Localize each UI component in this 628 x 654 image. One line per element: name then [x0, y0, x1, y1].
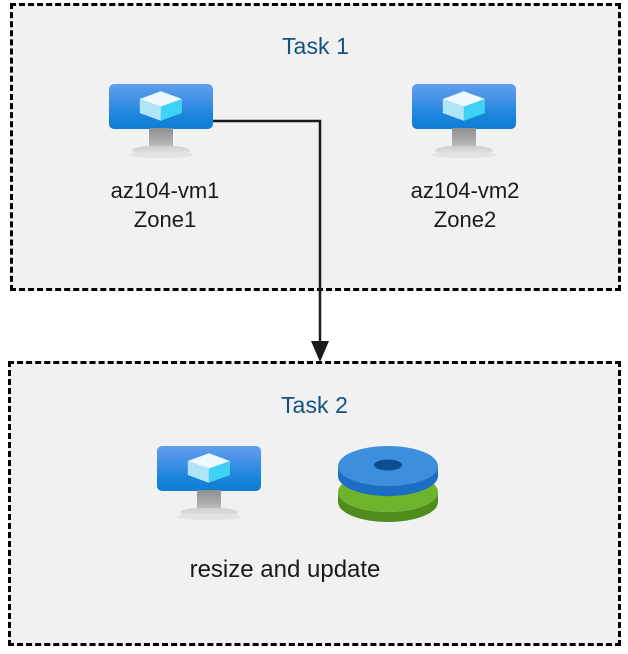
monitor-stand-neck [149, 128, 173, 149]
azure-disks-icon [338, 446, 438, 522]
disk-blue [338, 446, 438, 496]
vm2-label: az104-vm2 Zone2 [410, 178, 520, 233]
monitor-stand-base [434, 145, 494, 156]
vm-cube-icon [139, 91, 183, 122]
monitor-stand-shadow [431, 152, 497, 158]
monitor-stand-shadow [128, 152, 194, 158]
task-2-title: Task 2 [280, 392, 349, 418]
vm-cube-icon [187, 453, 231, 484]
monitor-stand-neck [197, 490, 221, 511]
azure-vm-icon-task2 [157, 446, 261, 526]
arrowhead-icon [311, 341, 329, 362]
task-2-container: Task 2 [8, 361, 621, 646]
monitor-stand-shadow [176, 514, 242, 520]
vm1-label: az104-vm1 Zone1 [110, 178, 220, 233]
azure-vm-icon-vm2 [412, 84, 516, 164]
task-1-title: Task 1 [281, 33, 350, 59]
azure-vm-icon-vm1 [109, 84, 213, 164]
task-1-container: Task 1 [10, 3, 621, 291]
monitor-stand-base [179, 507, 239, 518]
monitor-stand-neck [452, 128, 476, 149]
vm-cube-icon [442, 91, 486, 122]
task-2-caption: resize and update [189, 556, 381, 583]
monitor-stand-base [131, 145, 191, 156]
